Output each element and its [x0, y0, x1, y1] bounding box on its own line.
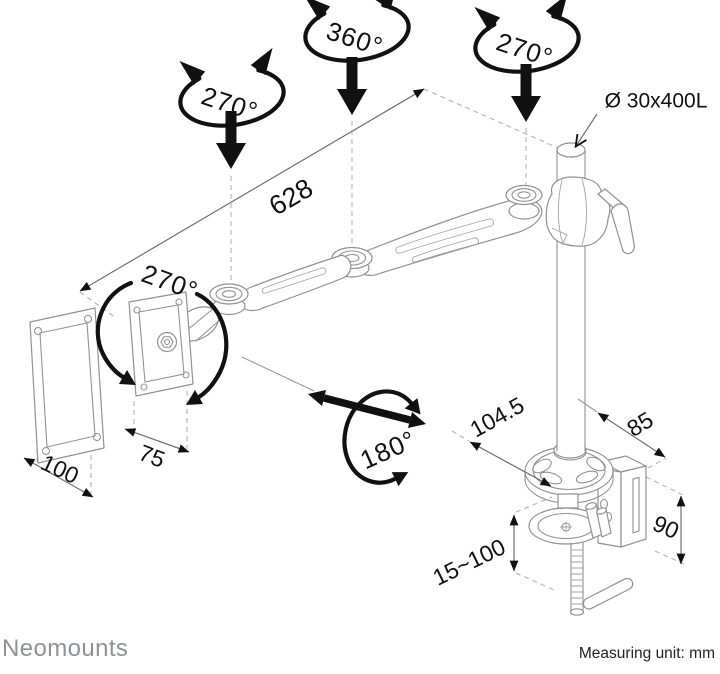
dim-clamp-range-label: 15~100	[429, 533, 510, 590]
brand-logo: Neomounts	[2, 635, 129, 662]
lever-grip	[610, 203, 635, 255]
dim-arm-reach-label: 628	[264, 173, 318, 222]
dim-clamp-height-label: 90	[649, 510, 683, 544]
arm-rear-joint	[505, 184, 543, 220]
vesa-plate-75	[128, 291, 194, 397]
pole-collar	[545, 176, 635, 255]
dim-clamp-height: 90	[649, 495, 686, 565]
dim-vesa-100: 100	[23, 449, 94, 498]
vesa-plate-100	[29, 307, 105, 464]
dim-base-right-label: 85	[622, 406, 657, 441]
dim-base-left-label: 104.5	[466, 392, 529, 443]
rotation-arm-fold-label: 180°	[356, 424, 421, 475]
dim-clamp-range: 15~100	[429, 514, 519, 591]
clamp-screw	[569, 542, 634, 616]
clamp-pad	[528, 493, 612, 545]
rotation-rear-joint: 270°	[470, 0, 583, 122]
dim-vesa-75: 75	[124, 428, 190, 473]
clamp-handle	[582, 577, 634, 610]
rotation-arm-fold: 180°	[241, 356, 426, 487]
clamp-bracket	[597, 455, 647, 548]
rotation-middle-joint-label: 360°	[323, 15, 387, 61]
dim-base-right: 85	[577, 398, 666, 458]
arm-front-segment	[238, 254, 352, 312]
dim-vesa-75-label: 75	[135, 439, 168, 472]
rotation-middle-joint: 360°	[300, 0, 413, 115]
dim-pole-size-label: Ø 30x400L	[605, 90, 708, 113]
down-arrow-icon	[337, 57, 367, 115]
rotation-front-joint: 270°	[175, 47, 288, 169]
measuring-unit-note: Measuring unit: mm	[578, 645, 715, 662]
dim-pole-size: Ø 30x400L	[576, 90, 707, 147]
rotation-vesa-tilt: 270°	[95, 258, 229, 405]
